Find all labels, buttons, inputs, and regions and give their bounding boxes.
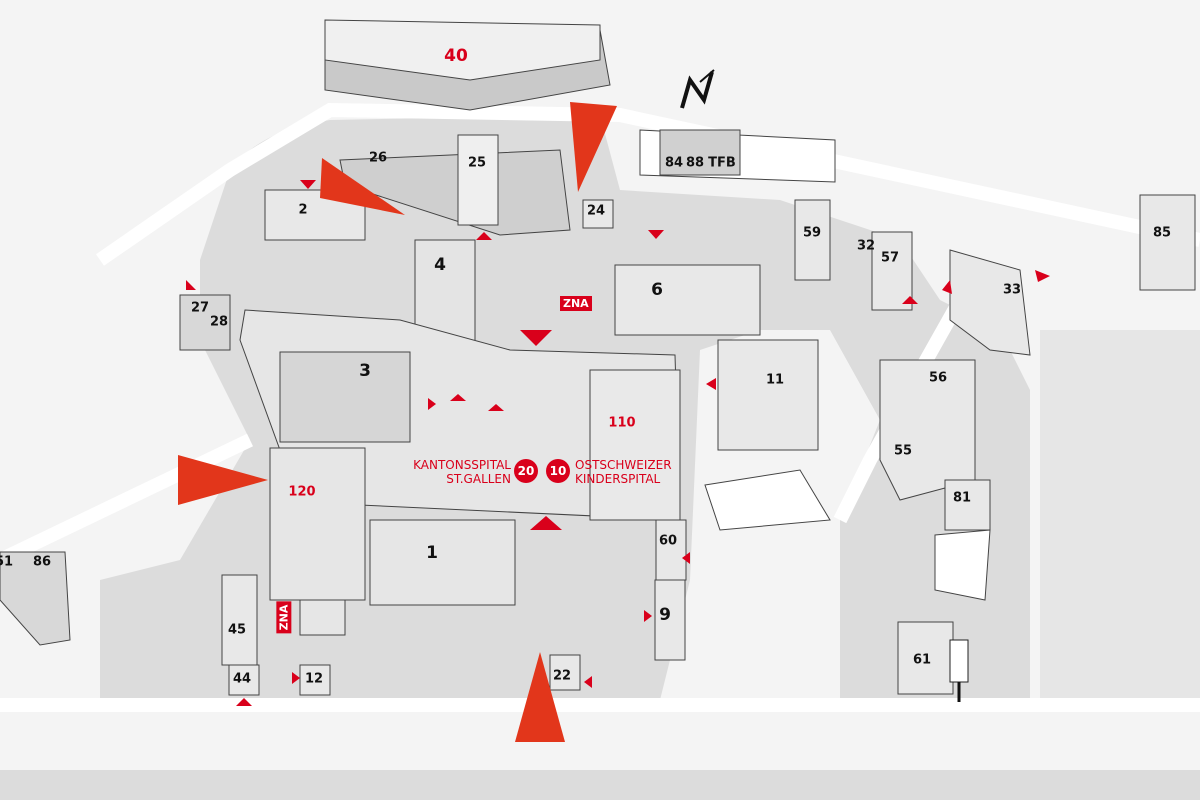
building-60-label[interactable]: 60 [658, 533, 678, 549]
building-81-label[interactable]: 81 [952, 490, 972, 506]
building-22-label[interactable]: 22 [552, 668, 572, 684]
building-40-label[interactable]: 40 [444, 46, 468, 66]
entrance-arrow [178, 455, 268, 505]
building-56-label[interactable]: 56 [928, 370, 948, 386]
building-61-label[interactable]: 61 [912, 652, 932, 668]
building-3-label[interactable]: 3 [359, 361, 371, 381]
building-33-label[interactable]: 33 [1002, 282, 1022, 298]
small-entrance-markers [186, 180, 1050, 706]
kinderspital-title: OSTSCHWEIZER KINDERSPITAL [575, 458, 672, 486]
building-26-label[interactable]: 26 [368, 150, 388, 166]
building-32-label[interactable]: 32 [856, 238, 876, 254]
building-85-label[interactable]: 85 [1152, 225, 1172, 241]
kantonsspital-title: KANTONSSPITAL ST.GALLEN [413, 458, 511, 486]
building-45-label[interactable]: 45 [227, 622, 247, 638]
building-55-label[interactable]: 55 [893, 443, 913, 459]
building-25-label[interactable]: 25 [467, 155, 487, 171]
building-88-label[interactable]: 88 [685, 155, 705, 171]
building-44-label[interactable]: 44 [232, 671, 252, 687]
building-120-label[interactable]: 120 [288, 484, 316, 500]
emergency-zna-sign[interactable]: ZNA [560, 296, 592, 311]
entrance-arrow [570, 102, 617, 192]
kinderspital-badge: 10 [546, 459, 570, 483]
building-6-label[interactable]: 6 [651, 280, 663, 300]
traffic-sign-icon [949, 639, 969, 702]
north-arrow-icon [680, 69, 715, 109]
building-84-label[interactable]: 84 [664, 155, 684, 171]
building-11-label[interactable]: 11 [765, 372, 785, 388]
entrance-arrows [178, 102, 1050, 742]
building-27-label[interactable]: 27 [190, 300, 210, 316]
building-9-label[interactable]: 9 [659, 605, 671, 625]
building-57-label[interactable]: 57 [880, 250, 900, 266]
building-2-label[interactable]: 2 [298, 202, 308, 218]
building-28-label[interactable]: 28 [209, 314, 229, 330]
building-110-label[interactable]: 110 [608, 415, 636, 431]
hospital-name-line2: ST.GALLEN [446, 472, 511, 486]
hospital-name-line1: OSTSCHWEIZER [575, 458, 672, 472]
building-1-label[interactable]: 1 [426, 543, 438, 563]
building-59-label[interactable]: 59 [802, 225, 822, 241]
building-86-label[interactable]: 86 [32, 554, 52, 570]
kantonsspital-badge: 20 [514, 459, 538, 483]
building-24-label[interactable]: 24 [586, 203, 606, 219]
building-4-label[interactable]: 4 [434, 255, 446, 275]
building-12-label[interactable]: 12 [304, 671, 324, 687]
building-shapes [0, 19, 1196, 696]
hospital-name-line1: KANTONSSPITAL [413, 458, 511, 472]
building-51-label[interactable]: 51 [0, 554, 14, 570]
hospital-name-line2: KINDERSPITAL [575, 472, 661, 486]
building-tfb-label[interactable]: TFB [708, 155, 736, 171]
entrance-arrow [515, 652, 565, 742]
entrance-arrow [320, 158, 405, 215]
emergency-zna-sign-west[interactable]: ZNA [276, 601, 292, 634]
